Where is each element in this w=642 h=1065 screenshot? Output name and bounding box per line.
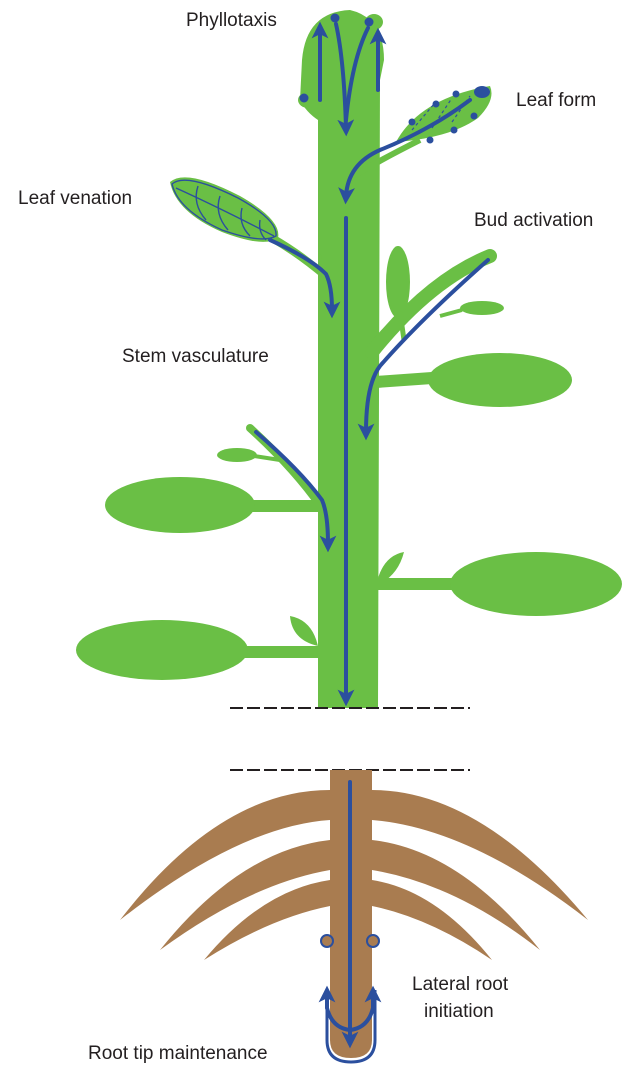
left-branch-leaf-small (217, 448, 257, 462)
left-leaf-2-stipule (290, 616, 318, 646)
root-system (120, 770, 588, 1058)
cut-dividers (230, 708, 470, 770)
label-leaf-venation: Leaf venation (18, 188, 132, 209)
label-lateral-root-initiation-line1: Lateral root (412, 974, 509, 995)
left-leaf-2-blade (76, 620, 248, 680)
label-leaf-form: Leaf form (516, 90, 596, 111)
bud-leaf-small-stalk (440, 310, 462, 316)
right-leaf-2-blade (450, 552, 622, 616)
initiation-site-right (367, 935, 379, 947)
label-root-tip-maintenance: Root tip maintenance (88, 1043, 268, 1064)
label-phyllotaxis: Phyllotaxis (186, 10, 277, 31)
left-branch (250, 428, 322, 508)
label-stem-vasculature: Stem vasculature (122, 346, 269, 367)
leaf-venation-blade (170, 177, 278, 242)
right-leaf-1-blade (428, 353, 572, 407)
bud-leaf-small (460, 301, 504, 315)
left-leaf-1-blade (105, 477, 255, 533)
right-leaf-1-petiole (376, 378, 432, 382)
main-stem (300, 10, 384, 708)
initiation-site-left (321, 935, 333, 947)
bud-leaf-vertical (386, 246, 410, 318)
label-lateral-root-initiation-line2: initiation (424, 1001, 494, 1022)
label-bud-activation: Bud activation (474, 210, 593, 231)
